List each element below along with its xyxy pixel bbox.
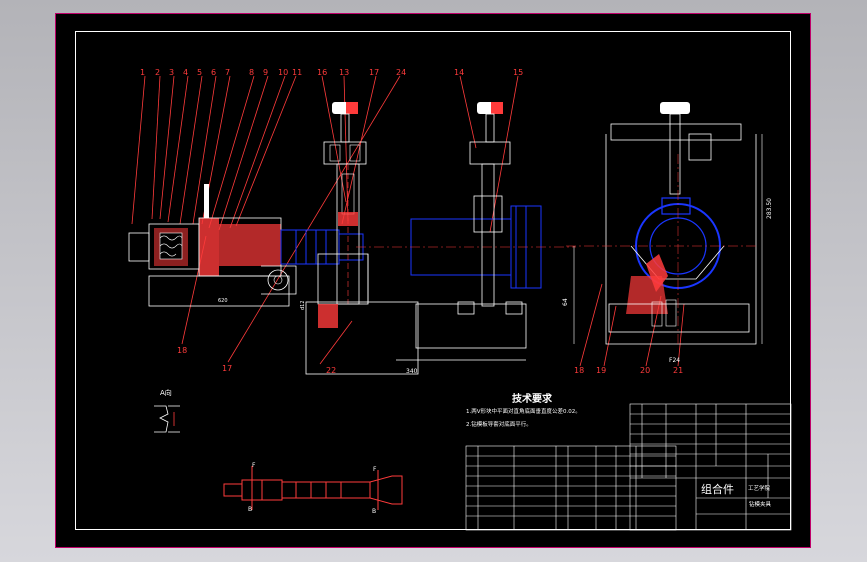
collet-shaft [280, 229, 364, 265]
svg-text:d12: d12 [300, 300, 306, 310]
title-block [629, 403, 792, 531]
balloon-18-right: 18 [574, 366, 585, 375]
assembly-title: 组合件 [701, 483, 734, 496]
balloon-17-bottom: 17 [222, 364, 233, 373]
drawing-name: 钻模夹具 [749, 502, 772, 508]
tech-req-line-1: 1.两V形块中平面对直角底面垂直度公差0.02。 [466, 409, 581, 415]
balloon-8: 8 [249, 68, 255, 77]
section-label-f2: F [373, 466, 377, 473]
balloon-16: 16 [317, 68, 328, 77]
tech-req-title: 技术要求 [512, 394, 552, 405]
balloon-10: 10 [278, 68, 289, 77]
drawing-frame [75, 31, 791, 530]
section-label-b2: B [372, 508, 377, 515]
drawing-sheet: 620 d12 [55, 13, 811, 548]
balloon-14: 14 [454, 68, 465, 77]
dimension-mid-left: 64 [562, 298, 569, 306]
balloon-13: 13 [339, 68, 350, 77]
dimension-base: 340 [406, 368, 418, 375]
balloon-18-left: 18 [177, 346, 188, 355]
balloon-22: 22 [326, 366, 337, 375]
right-fixture-view [566, 102, 763, 345]
balloon-1: 1 [140, 68, 146, 77]
school-name: 工艺学院 [748, 486, 771, 492]
section-label-f1: F [252, 462, 256, 469]
shaft-detail [223, 466, 403, 510]
balloon-4: 4 [183, 68, 189, 77]
balloon-20: 20 [640, 366, 651, 375]
balloon-6: 6 [211, 68, 217, 77]
balloon-5: 5 [197, 68, 203, 77]
balloon-24: 24 [396, 68, 407, 77]
tech-req-line-2: 2.钻模板导套对底面平行。 [466, 422, 532, 428]
dimension-small: F24 [669, 357, 681, 364]
balloon-11: 11 [292, 68, 303, 77]
front-view-column [396, 102, 527, 361]
view-a-label: A向 [160, 389, 172, 397]
dimension-height-right: 283.50 [766, 198, 773, 219]
side-view-column: d12 [300, 102, 419, 375]
balloon-19: 19 [596, 366, 607, 375]
balloon-15: 15 [513, 68, 524, 77]
balloon-9: 9 [263, 68, 269, 77]
balloon-17: 17 [369, 68, 380, 77]
left-plunger-assembly: 620 [128, 184, 297, 307]
balloon-2: 2 [155, 68, 161, 77]
balloon-7: 7 [225, 68, 231, 77]
a-view-detail [154, 405, 180, 433]
cad-drawing: 620 d12 [128, 75, 792, 531]
parts-list [465, 445, 677, 531]
section-label-b1: B [248, 506, 253, 513]
svg-text:620: 620 [218, 298, 228, 304]
balloon-3: 3 [169, 68, 175, 77]
balloon-21: 21 [673, 366, 684, 375]
